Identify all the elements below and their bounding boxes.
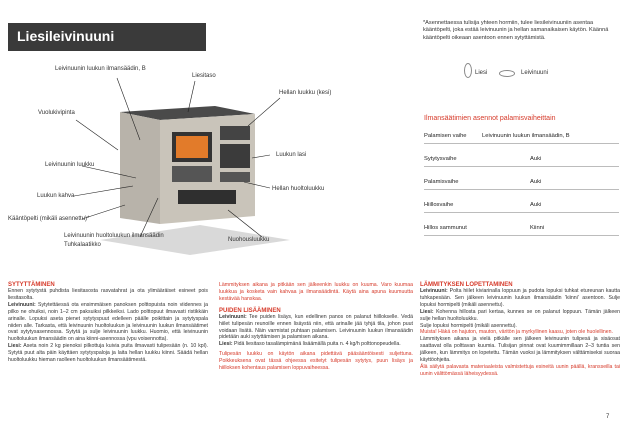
label-service-door: Nuohousluukku (228, 237, 270, 243)
hob-door (220, 126, 250, 140)
installation-note: *Asennettaessa tulisija yhteen hormiin, … (423, 20, 609, 41)
table-cell-stage: Sytytysvaihe (424, 156, 457, 162)
stopping-stove: Liesi: Kohenna hillosta pari kertaa, kun… (420, 309, 620, 323)
page-number: 7 (606, 414, 610, 420)
section-title-stopping: LÄMMITYKSEN LOPETTAMINEN (420, 282, 513, 288)
adding-oven-text: Tee puiden lisäys, kun edellinen panos o… (219, 313, 413, 341)
damper-oven-icon (499, 70, 515, 77)
ignition-oven-text: Sytytettäessä ota ensimmäisen panoksen p… (8, 301, 208, 343)
oven-service-door (172, 166, 212, 182)
label-oven-damper: Leivinuunin luukun ilmansäädin, B (55, 66, 146, 72)
column-adding-wood: Lämmityksen aikana ja pitkään sen jälkee… (219, 282, 413, 372)
label-switch-damper: Kääntöpelti (mikäli asennettu)* (8, 216, 90, 222)
damper-stove-icon (464, 63, 472, 78)
table-cell-value: Auki (530, 179, 542, 185)
stove-illustration (100, 106, 290, 255)
table-title: Ilmansäätimien asennot palamisvaiheittai… (424, 115, 556, 122)
table-cell-stage: Palamisvaihe (424, 179, 459, 185)
stopping-stove-text: Kohenna hillosta pari kertaa, kunnes se … (420, 308, 620, 322)
table-cell-value: Auki (530, 202, 542, 208)
table-header-stage: Palamisen vaihe (424, 133, 467, 139)
column-ignition: SYTYTTÄMINEN Ennen sytytystä puhdista li… (8, 282, 208, 364)
stove-top (120, 106, 255, 120)
stopping-oven-label: Leivinuuni: (420, 288, 448, 294)
ash-box (178, 190, 236, 204)
stopping-stove-label: Liesi: (420, 308, 434, 315)
adding-stove-label: Liesi: (219, 341, 233, 348)
adding-oven: Leivinuuni: Tee puiden lisäys, kun edell… (219, 314, 413, 342)
ignition-oven-label: Leivinuuni: (8, 301, 36, 308)
adding-warning-2: Tulipesän luukku on käytön aikana pidett… (219, 351, 413, 372)
adding-oven-label: Leivinuuni: (219, 313, 247, 320)
ignition-stove-label: Liesi: (8, 343, 22, 350)
stove-left-side (120, 112, 160, 224)
table-header-damper: Leivinuunin luukun ilmansäädin, B (482, 133, 570, 139)
label-ash-box: Tuhkalaatikko (64, 242, 101, 248)
label-flue-surface: Vuolukivipinta (38, 110, 75, 116)
title-bar (8, 23, 206, 51)
table-row: Sytytysvaihe Auki (424, 153, 619, 167)
floor-plate (100, 225, 290, 255)
stopping-oven-text: Polta hiilet kiviarinalla loppuun ja pud… (420, 288, 620, 308)
table-row: Hiillosvaihe Auki (424, 199, 619, 213)
hob-glass (220, 144, 250, 168)
column-stopping: LÄMMITYKSEN LOPETTAMINEN Leivinuuni: Pol… (420, 282, 620, 378)
table-cell-value: Kiinni (530, 225, 545, 231)
page-title: Liesileivinuuni (17, 28, 115, 44)
section-title-adding: PUIDEN LISÄÄMINEN (219, 307, 281, 314)
ignition-oven: Leivinuuni: Sytytettäessä ota ensimmäise… (8, 302, 208, 343)
table-cell-stage: Hiillosvaihe (424, 202, 454, 208)
stopping-paragraph: Lämmityksen aikana ja vielä pitkälle sen… (420, 336, 620, 364)
adding-stove-text: Pidä liesitaso tasalämpimänä lisäämällä … (234, 341, 401, 348)
label-hob-glass: Luukun lasi (276, 152, 307, 158)
ignition-stove-text: Aseta noin 2 kg pienoksi pilkottuja kuiv… (8, 343, 209, 364)
adding-warning-1: Lämmityksen aikana ja pitkään sen jälkee… (219, 282, 413, 302)
oven-fire (176, 136, 208, 158)
stopping-warning-1: Muista! Häkä on hajuton, mauton, väritön… (420, 329, 613, 336)
ignition-intro: Ennen sytytystä puhdista liesitasosta ra… (8, 288, 208, 301)
hob-ash-door (220, 172, 250, 182)
legend-oven: Leivinuuni (521, 70, 549, 76)
table-cell-stage: Hillos sammunut (424, 225, 467, 231)
label-top: Liesitaso (192, 73, 216, 79)
legend-stove: Liesi (475, 70, 488, 76)
section-title-ignition: SYTYTTÄMINEN (8, 282, 55, 288)
label-hob-ash-door: Hellan huoltoluukku (272, 186, 325, 192)
table-row: Hillos sammunut Kiinni (424, 222, 619, 236)
stopping-warning-2: Älä säilytä palavasta materiaaleista val… (420, 363, 620, 377)
label-door-handle: Luukun kahva (37, 193, 75, 199)
stopping-oven: Leivinuuni: Polta hiilet kiviarinalla lo… (420, 288, 620, 309)
ignition-stove: Liesi: Aseta noin 2 kg pienoksi pilkottu… (8, 343, 208, 364)
table-row: Palamisvaihe Auki (424, 176, 619, 190)
label-oven-door: Leivinuunin luukku (45, 162, 95, 168)
adding-stove: Liesi: Pidä liesitaso tasalämpimänä lisä… (219, 341, 413, 348)
table-cell-value: Auki (530, 156, 542, 162)
stopping-close-damper: Sulje lopuksi hormipelti (mikäli asennet… (420, 322, 517, 329)
table-header: Palamisen vaihe Leivinuunin luukun ilman… (424, 130, 619, 144)
label-hob-door: Hellan luukku (kesi) (279, 90, 332, 96)
label-oven-service-damper: Leivinuunin huoltoluukun ilmansäädin (64, 233, 164, 239)
